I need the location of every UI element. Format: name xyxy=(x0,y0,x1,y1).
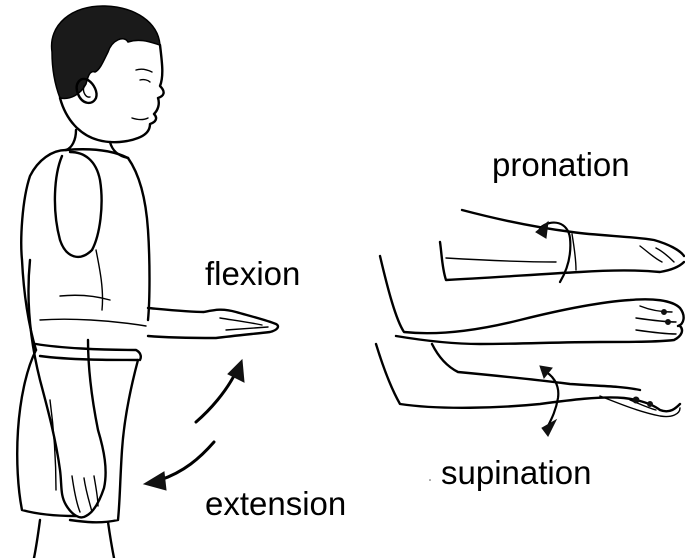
hair xyxy=(52,6,160,98)
shorts-outline xyxy=(17,350,138,522)
extended-arm xyxy=(148,308,278,338)
label-extension: extension xyxy=(205,487,346,520)
label-supination: supination xyxy=(441,456,591,489)
supination-rotation-arrow xyxy=(542,370,558,426)
forearm-pronation xyxy=(440,210,684,282)
forearm-neutral xyxy=(380,256,684,344)
flexion-arrow-icon xyxy=(196,360,244,422)
extension-arrow-icon xyxy=(144,442,214,490)
forearm-supination xyxy=(376,344,680,436)
label-pronation: pronation xyxy=(492,148,630,181)
label-flexion: flexion xyxy=(205,257,300,290)
